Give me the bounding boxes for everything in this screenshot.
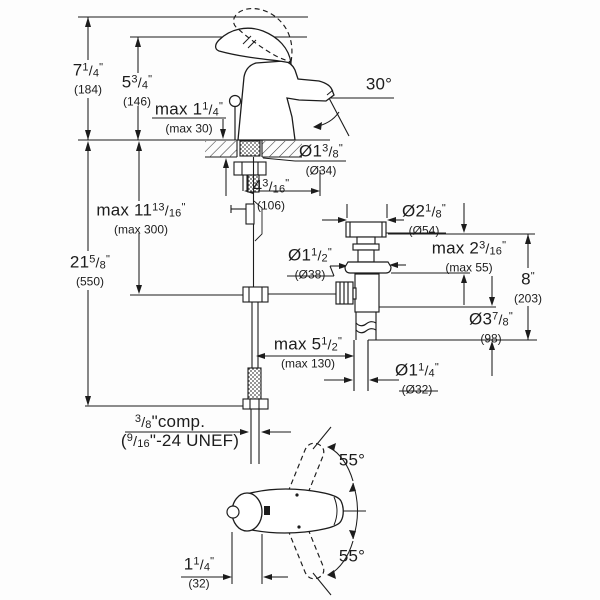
dimension-lines [87, 17, 529, 584]
faucet-side-view [214, 8, 335, 141]
deck-hatching [205, 140, 302, 157]
supply-hose-fitting [242, 367, 269, 464]
dim-handle-swing-upper: 55° [338, 450, 366, 470]
dim-supply-hose-length: 215/8"(550) [69, 252, 111, 289]
dim-handle-height: 53/4"(146) [121, 72, 153, 109]
dim-tailpipe-dia: Ø11/4"(Ø32) [395, 360, 439, 397]
supply-connection-size: 3/8"comp. [134, 412, 206, 431]
faucet-handle-closed [214, 27, 292, 64]
handle-position-upper-dashed [287, 442, 325, 499]
dim-mounting-hole-dia: Ø13/8"(Ø34) [299, 141, 343, 178]
dim-max-drain-offset: max 51/2"(max 130) [273, 334, 343, 371]
dim-max-deck-thickness: max 11/4"(max 30) [154, 99, 224, 136]
pop-up-rod-knob [228, 94, 242, 108]
dim-drain-height: 8"(203) [513, 269, 543, 306]
spout-angle-annotation [313, 97, 394, 137]
drain-assembly [335, 221, 392, 391]
dim-base-offset: 11/4"(32) [183, 554, 215, 591]
dim-drain-stopper-dia: Ø11/2"(Ø38) [288, 245, 332, 282]
dim-max-drain-deck: max 23/16"(max 55) [431, 238, 507, 275]
dim-max-rod-length: max 1113/16"(max 300) [96, 200, 186, 237]
handle-position-lower-dashed [287, 523, 325, 580]
dim-spout-angle: 30° [365, 74, 393, 94]
dim-spout-reach: 43/16"(106) [252, 176, 290, 213]
faucet-shank-assembly [230, 140, 336, 368]
dim-drain-body: Ø37/8"(98) [469, 309, 513, 346]
rod-knob-top-view [226, 505, 240, 519]
dim-handle-swing-lower: 55° [338, 546, 366, 566]
dim-total-height: 71/4"(184) [72, 60, 104, 97]
dim-drain-flange-dia: Ø21/8"(Ø54) [402, 201, 446, 238]
faucet-top-view [226, 426, 359, 596]
faucet-handle-raised-dashed [232, 8, 293, 63]
supply-connection-thread: (9/16"-24 UNEF) [120, 431, 240, 450]
